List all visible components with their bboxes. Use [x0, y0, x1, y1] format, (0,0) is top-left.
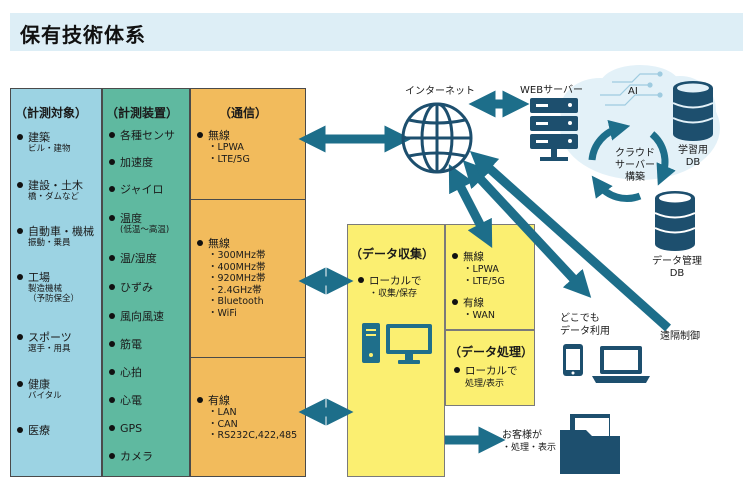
bullet-icon [17, 228, 23, 234]
device-item: 加速度 [109, 156, 153, 169]
internet-label: インターネット [405, 86, 475, 97]
target-item-health: 健康 バイタル [17, 378, 62, 401]
desktop-pc-icon [362, 323, 432, 364]
learning-db-label: 学習用 DB [678, 145, 708, 168]
bullet-icon [109, 255, 115, 261]
target-item-building: 建築 ビル・建物 [17, 131, 71, 154]
bullet-icon [17, 182, 23, 188]
target-item-sports: スポーツ 選手・用具 [17, 331, 72, 354]
bullet-icon [109, 453, 115, 459]
bullet-icon [109, 425, 115, 431]
comm-wireless-long: 無線 ・LPWA ・LTE/5G [197, 129, 250, 165]
device-item: 筋電 [109, 338, 142, 351]
targets-column: （計測対象） 建築 ビル・建物 建設・土木 橋・ダムなど 自動車・機械 振動・乗… [10, 88, 102, 477]
bullet-icon [358, 277, 364, 283]
folder-icon [560, 414, 620, 474]
title-bar [10, 13, 743, 51]
devices-column: （計測装置） 各種センサ 加速度 ジャイロ 温度 (低温〜高温) 温/湿度 ひず… [102, 88, 190, 477]
device-item: 風向風速 [109, 310, 164, 323]
collect-header: （データ収集） [350, 247, 435, 261]
process-item: ローカルで 処理/表示 [454, 365, 518, 390]
comm-column: （通信） 無線 ・LPWA ・LTE/5G 無線 ・300MHz帯 ・400MH… [190, 88, 306, 477]
target-item-vehicle: 自動車・機械 振動・乗員 [17, 225, 94, 248]
comm-wireless-short: 無線 ・300MHz帯 ・400MHz帯 ・920MHz帯 ・2.4GHz帯 ・… [197, 237, 265, 319]
target-item-medical: 医療 [17, 424, 50, 437]
process-header: （データ処理） [449, 345, 534, 359]
bullet-icon [17, 274, 23, 280]
bullet-icon [109, 132, 115, 138]
data-processing-box: （データ処理） ローカルで 処理/表示 [445, 330, 535, 406]
bullet-icon [17, 381, 23, 387]
device-item: 各種センサ [109, 129, 175, 142]
anywhere-label: どこでも データ利用 [560, 313, 610, 337]
bullet-icon [109, 186, 115, 192]
device-item: ジャイロ [109, 183, 163, 196]
ai-circuit-icon [600, 71, 663, 106]
bullet-icon [17, 427, 23, 433]
divider [191, 357, 305, 358]
database-icon [672, 81, 714, 141]
database-icon [654, 191, 696, 251]
bullet-icon [109, 313, 115, 319]
device-item: 温/湿度 [109, 252, 157, 265]
bullet-icon [109, 341, 115, 347]
device-item: カメラ [109, 450, 153, 463]
bullet-icon [452, 253, 458, 259]
data-collection-box: （データ収集） ローカルで ・収集/保存 [347, 224, 445, 477]
bullet-icon [197, 132, 203, 138]
bullet-icon [197, 240, 203, 246]
smartphone-icon [563, 344, 583, 376]
bullet-icon [109, 397, 115, 403]
bullet-icon [197, 397, 203, 403]
arrow-internet-to-anywhere [462, 160, 592, 298]
cycle-arrows-icon [588, 120, 676, 202]
globe-icon [401, 102, 473, 174]
devices-header: （計測装置） [106, 106, 179, 120]
comm-wired: 有線 ・LAN ・CAN ・RS232C,422,485 [197, 394, 297, 442]
device-item: 心電 [109, 394, 142, 407]
divider [191, 199, 305, 200]
target-item-factory: 工場 製造機械 （予防保全） [17, 271, 79, 305]
data-db-label: データ管理 DB [652, 256, 702, 279]
uplink-wired: 有線 ・WAN [452, 297, 495, 322]
targets-header: （計測対象） [15, 106, 88, 120]
bullet-icon [454, 367, 460, 373]
bullet-icon [17, 334, 23, 340]
web-server-label: WEBサーバー [520, 85, 583, 96]
collect-item: ローカルで ・収集/保存 [358, 275, 422, 300]
web-server-icon [530, 98, 578, 161]
device-item: 心拍 [109, 366, 142, 379]
bullet-icon [109, 369, 115, 375]
comm-header: （通信） [219, 106, 268, 120]
target-item-civil: 建設・土木 橋・ダムなど [17, 179, 83, 202]
bullet-icon [109, 215, 115, 221]
laptop-icon [592, 346, 650, 383]
bullet-icon [452, 299, 458, 305]
device-item: GPS [109, 422, 142, 435]
arrow-remote-control [469, 151, 671, 332]
customer-label: お客様が ・処理・表示 [502, 430, 557, 453]
device-item: ひずみ [109, 281, 153, 294]
remote-control-label: 遠隔制御 [660, 331, 700, 342]
device-item: 温度 (低温〜高温) [109, 212, 169, 235]
cloud-server-label: クラウド サーバー 構築 [615, 148, 655, 183]
bullet-icon [109, 159, 115, 165]
bullet-icon [109, 284, 115, 290]
ai-label: AI [628, 86, 638, 97]
page-title: 保有技術体系 [20, 23, 146, 47]
bullet-icon [17, 134, 23, 140]
